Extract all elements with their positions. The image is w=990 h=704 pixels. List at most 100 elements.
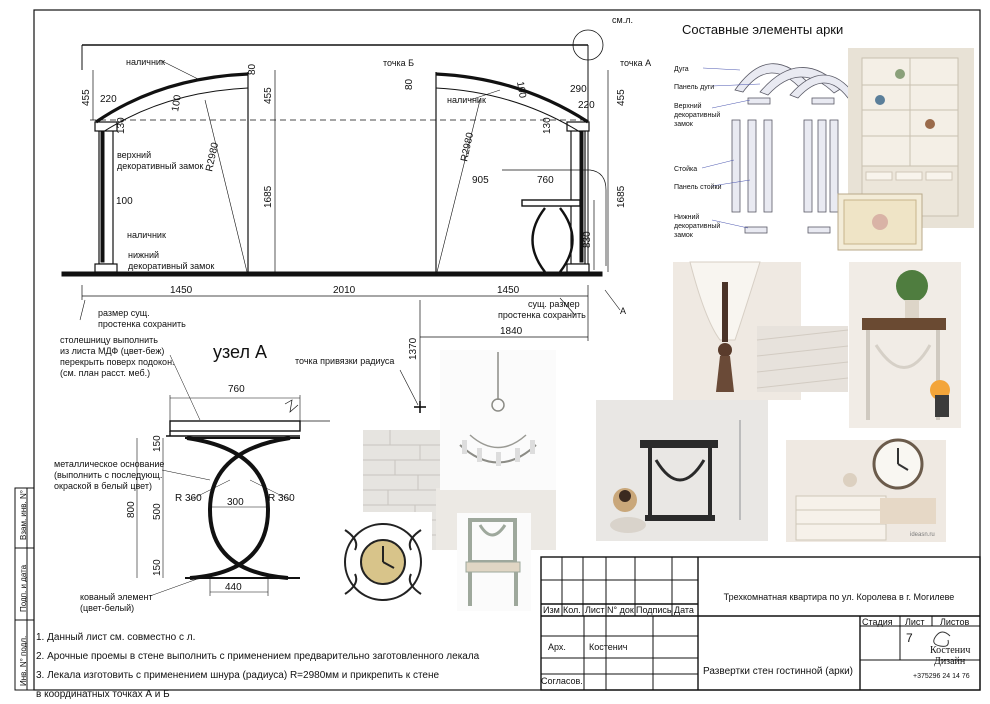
dim-1840: 1840 bbox=[500, 326, 523, 337]
nalichnik-label-1: наличник bbox=[126, 57, 165, 67]
arch-parts-title: Составные элементы арки bbox=[682, 22, 843, 37]
brand-logo bbox=[933, 631, 951, 647]
photo-watermark: ideasn.ru bbox=[910, 532, 935, 538]
dim-100-a: 100 bbox=[170, 94, 184, 113]
upper-lock-label-2: декоративный замок bbox=[117, 161, 203, 171]
note-line-1: 1. Данный лист см. совместно с л. bbox=[36, 632, 196, 643]
arch-label-lower-3: замок bbox=[674, 232, 694, 239]
dim-1450-a: 1450 bbox=[170, 285, 193, 296]
node-dim-150-a: 150 bbox=[152, 435, 163, 452]
arch-label-lower-1: Нижний bbox=[674, 213, 699, 221]
sheet-frame bbox=[33, 9, 981, 691]
note-line-3: 3. Лекала изготовить с применением шнура… bbox=[36, 670, 440, 681]
note-line-4: в координатных точках А и Б bbox=[36, 689, 170, 700]
dim-455-c: 455 bbox=[616, 89, 627, 106]
row-agreed: Согласов. bbox=[541, 676, 583, 686]
note-right-2: простенка сохранить bbox=[498, 310, 586, 320]
arch-label-upper-2: декоративный bbox=[674, 111, 720, 119]
dim-100-b: 100 bbox=[116, 196, 133, 207]
arch-label-upper-3: замок bbox=[674, 121, 694, 128]
dim-905: 905 bbox=[472, 175, 489, 186]
brand-line-2: Дизайн bbox=[934, 656, 966, 667]
photo-dresser-clock: ideasn.ru bbox=[786, 438, 946, 542]
photo-forged-clock bbox=[334, 512, 432, 612]
radius-point-label: точка привязки радиуса bbox=[295, 356, 394, 366]
header-ndok: N° док. bbox=[607, 605, 637, 615]
node-dim-440: 440 bbox=[225, 582, 242, 593]
marker-a-label: А bbox=[620, 306, 626, 316]
arch-parts-diagram: Составные элементы арки Дуга П bbox=[674, 22, 856, 239]
brand-line-1: Костенич bbox=[930, 645, 971, 656]
elevation-labels: см.л. наличник наличник наличник верхний… bbox=[81, 15, 651, 366]
nalichnik-label-2: наличник bbox=[447, 95, 486, 105]
arch-label-lower-2: декоративный bbox=[674, 222, 720, 230]
arch-label-panel-dugi: Панель дуги bbox=[674, 84, 714, 91]
node-note-top-1: столешницу выполнить bbox=[60, 335, 158, 345]
header-izm: Изм bbox=[543, 605, 560, 615]
header-list: Лист bbox=[585, 605, 605, 615]
general-notes: 1. Данный лист см. совместно с л. 2. Аро… bbox=[36, 628, 479, 704]
node-note-top-4: (см. план расст. меб.) bbox=[60, 368, 150, 378]
dim-760-a: 760 bbox=[537, 175, 554, 186]
sheets-label: Листов bbox=[940, 617, 970, 627]
photo-wood-floor bbox=[756, 326, 849, 392]
node-note-top-3: перекрыть поверх подокон. bbox=[60, 357, 175, 367]
note-left-2: простенка сохранить bbox=[98, 319, 186, 329]
upper-lock-label-1: верхний bbox=[117, 150, 151, 160]
arch-label-panel-stoiki: Панель стойки bbox=[674, 183, 722, 191]
lower-lock-label-1: нижний bbox=[128, 250, 159, 260]
photo-shelving bbox=[837, 48, 974, 251]
header-kol: Кол. bbox=[563, 605, 581, 615]
node-note-forged-1: кованый элемент bbox=[80, 592, 153, 602]
node-dim-500: 500 bbox=[152, 503, 163, 520]
sheet-label: Лист bbox=[905, 617, 925, 627]
point-a-label: точка А bbox=[620, 58, 651, 68]
dim-1685-b: 1685 bbox=[616, 185, 627, 208]
stage-label: Стадия bbox=[862, 617, 893, 627]
node-a-title: узел А bbox=[213, 342, 267, 362]
node-dim-300: 300 bbox=[227, 497, 244, 508]
nalichnik-label-3: наличник bbox=[127, 230, 166, 240]
dim-80-b: 80 bbox=[404, 78, 415, 90]
node-note-base-3: окраской в белый цвет) bbox=[54, 481, 152, 491]
row-arch-name: Костенич bbox=[589, 642, 628, 652]
sheet-number: 7 bbox=[906, 631, 913, 645]
dim-830: 830 bbox=[582, 231, 593, 248]
node-dim-150-b: 150 bbox=[152, 559, 163, 576]
row-arch-label: Арх. bbox=[548, 642, 566, 652]
lower-lock-label-2: декоративный замок bbox=[128, 261, 214, 271]
dim-80-a: 80 bbox=[247, 63, 258, 75]
dim-1370: 1370 bbox=[408, 337, 419, 360]
photo-sewing-table bbox=[596, 400, 768, 541]
arch-label-duga: Дуга bbox=[674, 66, 689, 73]
strip-inv-podl: Инв. N° подл. bbox=[19, 636, 28, 686]
dim-2010: 2010 bbox=[333, 285, 356, 296]
arch-label-upper-1: Верхний bbox=[674, 102, 702, 110]
header-data: Дата bbox=[674, 605, 694, 615]
node-note-base-1: металлическое основание bbox=[54, 459, 164, 469]
node-dim-r360-a: R 360 bbox=[175, 493, 202, 504]
node-a-labels: узел А столешницу выполнить из листа МДФ… bbox=[54, 335, 295, 613]
title-block-grid bbox=[540, 556, 981, 691]
dim-1450-b: 1450 bbox=[497, 285, 520, 296]
sheet-title: Развертки стен гостинной (арки) bbox=[703, 666, 853, 677]
dim-220-b: 220 bbox=[578, 100, 595, 111]
brand-phone: +375296 24 14 76 bbox=[913, 673, 970, 680]
node-a-drawing bbox=[136, 354, 330, 597]
dim-220-a: 220 bbox=[100, 94, 117, 105]
photo-collage: ideasn.ru bbox=[334, 48, 974, 612]
arch-label-stoika: Стойка bbox=[674, 165, 697, 173]
project-title: Трехкомнатная квартира по ул. Королева в… bbox=[723, 592, 955, 602]
dim-130-b: 130 bbox=[542, 117, 553, 134]
photo-chandelier bbox=[440, 350, 556, 490]
radius-right-label: R2980 bbox=[459, 131, 476, 163]
dim-130-a: 130 bbox=[116, 117, 127, 134]
strip-podp-data: Подп. и дата bbox=[19, 564, 28, 612]
strip-vzam-inv: Взам. инв. N° bbox=[19, 490, 28, 540]
node-note-base-2: (выполнить с последующ. bbox=[54, 470, 162, 480]
photo-console-plant bbox=[849, 262, 961, 428]
dim-1685-a: 1685 bbox=[263, 185, 274, 208]
note-line-2: 2. Арочные проемы в стене выполнить с пр… bbox=[36, 651, 480, 662]
dim-455-a: 455 bbox=[81, 89, 92, 106]
dim-290: 290 bbox=[570, 84, 587, 95]
